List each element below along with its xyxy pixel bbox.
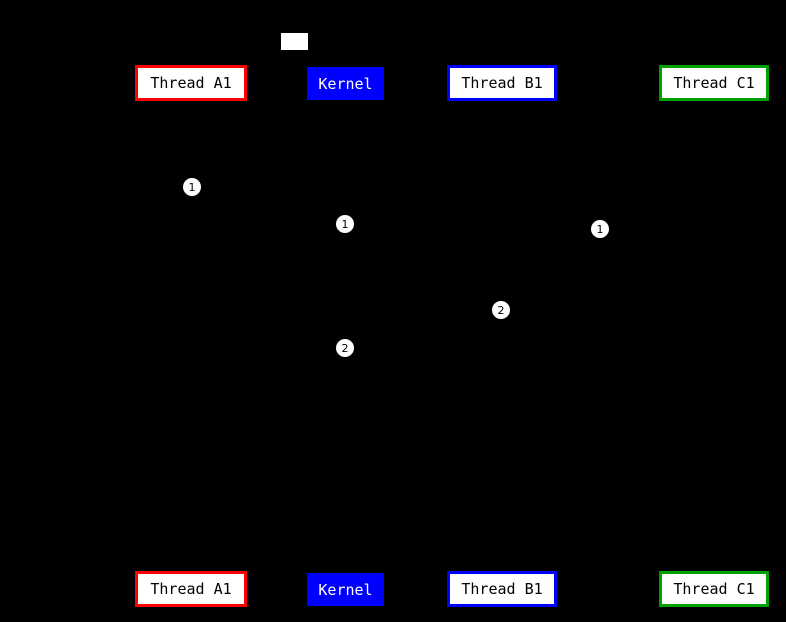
participant-thread-c1-bottom-box: Thread C1 bbox=[659, 571, 769, 607]
sequence-number-marker-5: 2 bbox=[336, 339, 354, 357]
participant-thread-a1-top-box: Thread A1 bbox=[135, 65, 247, 101]
title-box bbox=[281, 33, 308, 50]
participant-thread-b1-top-box: Thread B1 bbox=[447, 65, 557, 101]
sequence-number-marker-2: 1 bbox=[336, 215, 354, 233]
participant-thread-a1-bottom-box: Thread A1 bbox=[135, 571, 247, 607]
participant-kernel-bottom-box: Kernel bbox=[307, 573, 384, 606]
sequence-number-marker-4: 2 bbox=[492, 301, 510, 319]
participant-thread-b1-bottom-box: Thread B1 bbox=[447, 571, 557, 607]
participant-kernel-top-box: Kernel bbox=[307, 67, 384, 100]
participant-thread-c1-top-box: Thread C1 bbox=[659, 65, 769, 101]
sequence-number-marker-1: 1 bbox=[183, 178, 201, 196]
sequence-number-marker-3: 1 bbox=[591, 220, 609, 238]
